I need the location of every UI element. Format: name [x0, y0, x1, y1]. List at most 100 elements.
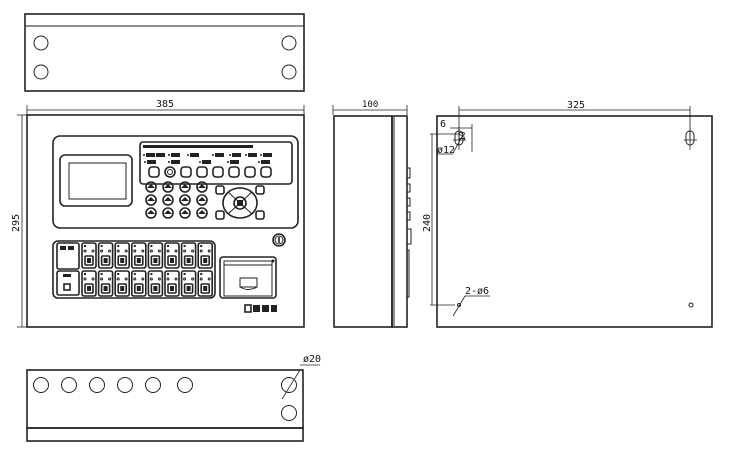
zone-button-face: [136, 286, 141, 291]
zone-module: [114, 270, 130, 297]
brand-logo: [244, 304, 277, 313]
zone-button-face: [186, 258, 191, 263]
indicator-led: [245, 154, 247, 156]
zone-led: [166, 277, 170, 281]
indicator-label: [263, 153, 272, 157]
top-view: [24, 13, 305, 92]
indicator-label: [261, 160, 270, 164]
zone-led: [100, 249, 104, 253]
zone-led: [133, 249, 137, 253]
zone-number: [100, 273, 103, 275]
keypad-key: [145, 181, 157, 193]
zone-number: [183, 273, 186, 275]
keypad-key: [145, 194, 157, 206]
cable-knockout: [117, 377, 133, 393]
zone-led: [108, 249, 112, 253]
keypad-key: [145, 207, 157, 219]
zone-led: [149, 277, 153, 281]
cable-knockout: [61, 377, 77, 393]
zone-led: [133, 277, 137, 281]
zone-led: [157, 277, 161, 281]
depth-dimension: 100: [362, 100, 378, 110]
keypad-key-glyph: [198, 184, 206, 188]
zone-number: [183, 245, 186, 247]
zone-button: [183, 255, 194, 266]
zone-led: [149, 249, 153, 253]
zone-module: [131, 242, 147, 269]
zone-button: [117, 283, 127, 294]
indicator-label: [248, 153, 257, 157]
zone-module: [197, 242, 213, 269]
keypad-key: [162, 207, 174, 219]
zone-module: [147, 270, 164, 297]
zone-module: [114, 242, 130, 269]
zone-number: [150, 245, 153, 247]
zone-button-face: [103, 258, 108, 263]
zone-led: [207, 277, 211, 281]
zone-button: [183, 283, 194, 294]
indicator-led: [187, 154, 189, 156]
indicator-led: [144, 161, 146, 163]
zone-led: [191, 277, 195, 281]
keypad-key-glyph: [198, 197, 206, 201]
function-key: [148, 166, 160, 178]
mount-holes-label: 2-ø6: [465, 286, 489, 297]
function-key: [196, 166, 208, 178]
offset-dimension: 6: [440, 119, 446, 130]
width-dimension: 385: [156, 99, 174, 110]
keypad-key-glyph: [164, 197, 172, 201]
zone-led: [141, 277, 145, 281]
zone-led: [183, 249, 187, 253]
function-key: [180, 166, 192, 178]
navigation-pad: [215, 185, 265, 220]
zone-button: [117, 255, 127, 266]
zone-button: [150, 283, 161, 294]
keypad-key-glyph: [164, 184, 172, 188]
keypad-key: [196, 207, 208, 219]
zone-led: [124, 277, 128, 281]
zone-button: [200, 283, 210, 294]
zone-led: [207, 249, 211, 253]
zone-button: [84, 283, 94, 294]
zone-number: [150, 273, 153, 275]
indicator-label: [202, 160, 211, 164]
zone-button-face: [87, 286, 91, 291]
keypad-key-glyph: [181, 184, 189, 188]
zone-button-face: [136, 258, 141, 263]
indicator-led: [168, 154, 170, 156]
zone-button-face: [87, 258, 91, 263]
keypad-key: [162, 181, 174, 193]
hole-spacing-dimension: 325: [567, 100, 585, 111]
zone-button-face: [153, 258, 158, 263]
zone-led: [191, 249, 195, 253]
cable-knockout: [145, 377, 161, 393]
function-key: [260, 166, 272, 178]
zone-number: [84, 273, 86, 275]
zone-button: [100, 283, 111, 294]
zone-number: [200, 273, 203, 275]
indicator-label: [232, 153, 241, 157]
indicator-led: [143, 154, 145, 156]
zone-module: [180, 242, 197, 269]
zone-module: [97, 242, 114, 269]
indicator-led: [258, 161, 260, 163]
side-view: 100: [332, 100, 412, 328]
zone-number: [133, 273, 136, 275]
zone-button-face: [203, 258, 208, 263]
zone-number: [167, 245, 169, 247]
zone-button-face: [170, 258, 174, 263]
zone-led: [124, 249, 128, 253]
zone-button-face: [153, 286, 158, 291]
cable-knockout: [177, 377, 193, 393]
zone-button-face: [186, 286, 191, 291]
keypad-key-glyph: [198, 210, 206, 214]
zone-led: [83, 249, 87, 253]
zone-led: [116, 249, 120, 253]
knockout-diameter: ø20: [303, 354, 321, 365]
function-key: [228, 166, 240, 178]
indicator-label: [230, 160, 239, 164]
bottom-view: ø20: [26, 354, 321, 442]
keypad-key: [196, 181, 208, 193]
keypad-key-glyph: [147, 197, 155, 201]
function-key-inner: [167, 169, 173, 175]
